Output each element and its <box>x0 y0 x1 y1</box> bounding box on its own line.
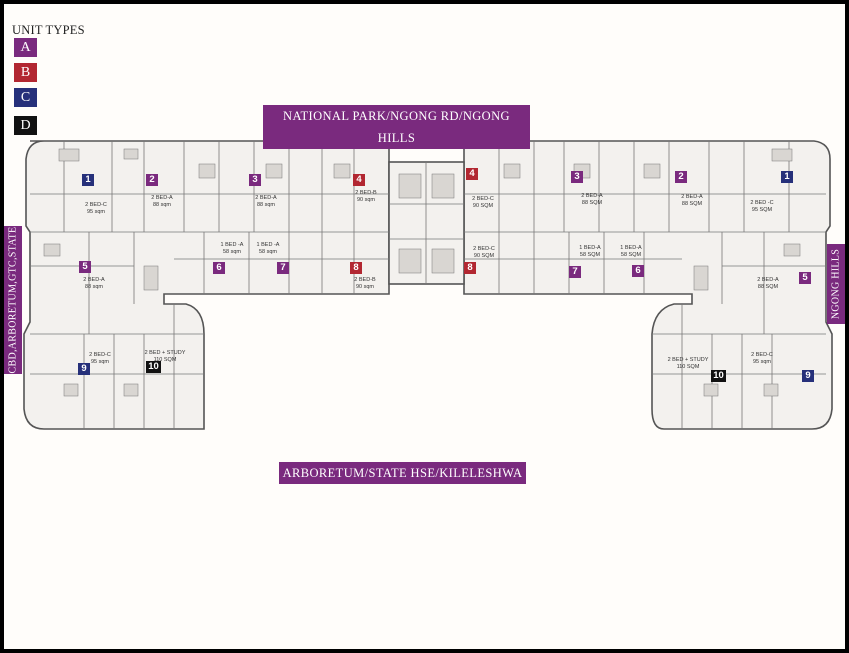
room-type: 1 BED-A <box>579 245 601 251</box>
room-type: 2 BED + STUDY <box>667 357 709 363</box>
unit-marker: 10 <box>146 361 161 373</box>
room-type: 2 BED-C <box>85 202 107 208</box>
room-area: 88 SQM <box>681 201 703 207</box>
unit-marker: 4 <box>466 168 478 180</box>
unit-marker: 10 <box>711 370 726 382</box>
right-wing-outline <box>463 140 833 430</box>
unit-marker: 7 <box>277 262 289 274</box>
orientation-right-label: NGONG HILLS <box>830 248 842 320</box>
room-area: 58 SQM <box>620 252 642 258</box>
room-type: 2 BED-C <box>751 352 773 358</box>
unit-marker: 2 <box>146 174 158 186</box>
room-type: 2 BED-A <box>757 277 779 283</box>
unit-marker: 5 <box>799 272 811 284</box>
room-type: 1 BED -A <box>256 242 280 248</box>
room-type: 2 BED-A <box>83 277 105 283</box>
unit-marker: 8 <box>464 262 476 274</box>
orientation-right-banner: NGONG HILLS <box>827 244 845 324</box>
room-type: 2 BED-C <box>89 352 111 358</box>
legend-type-c: C <box>14 88 37 107</box>
legend-type-d: D <box>14 116 37 135</box>
room-area: 58 SQM <box>579 252 601 258</box>
room-type: 1 BED-A <box>620 245 642 251</box>
room-area: 110 SQM <box>676 364 700 370</box>
legend-type-b: B <box>14 63 37 82</box>
room-type: 2 BED-A <box>255 195 277 201</box>
unit-marker: 8 <box>350 262 362 274</box>
unit-marker: 1 <box>82 174 94 186</box>
unit-marker: 9 <box>802 370 814 382</box>
unit-marker: 4 <box>353 174 365 186</box>
room-area: 88 sqm <box>84 284 104 290</box>
legend-title: UNIT TYPES <box>12 23 85 37</box>
unit-marker: 6 <box>632 265 644 277</box>
legend-type-a: A <box>14 38 37 57</box>
fixtures <box>43 148 801 397</box>
unit-marker: 5 <box>79 261 91 273</box>
room-area: 90 SQM <box>473 253 495 259</box>
orientation-bottom-banner: ARBORETUM/STATE HSE/KILELESHWA <box>279 462 526 484</box>
unit-marker: 6 <box>213 262 225 274</box>
room-area: 95 sqm <box>86 209 106 215</box>
room-type: 2 BED-B <box>355 190 377 196</box>
room-area: 88 SQM <box>581 200 603 206</box>
orientation-left-label: CBD,ARBORETUM,GTC,STATE <box>7 226 19 374</box>
room-area: 58 sqm <box>222 249 242 255</box>
left-wing-outline <box>23 140 390 430</box>
room-type: 2 BED-A <box>681 194 703 200</box>
room-type: 2 BED-C <box>473 246 495 252</box>
room-area: 58 sqm <box>258 249 278 255</box>
interior-walls <box>30 141 826 429</box>
room-area: 90 SQM <box>472 203 494 209</box>
unit-marker: 3 <box>249 174 261 186</box>
unit-marker: 1 <box>781 171 793 183</box>
room-area: 90 sqm <box>355 284 375 290</box>
room-area: 88 sqm <box>256 202 276 208</box>
room-type: 2 BED + STUDY <box>144 350 186 356</box>
room-area: 95 sqm <box>752 359 772 365</box>
room-area: 95 SQM <box>751 207 773 213</box>
room-type: 2 BED-B <box>354 277 376 283</box>
room-area: 88 sqm <box>152 202 172 208</box>
floor-plan-canvas: UNIT TYPES A B C D NATIONAL PARK/NGONG R… <box>4 4 845 649</box>
orientation-top-banner: NATIONAL PARK/NGONG RD/NGONG HILLS <box>263 105 530 149</box>
room-type: 1 BED -A <box>220 242 244 248</box>
room-type: 2 BED-C <box>472 196 494 202</box>
room-type: 2 BED-A <box>581 193 603 199</box>
room-type: 2 BED -C <box>750 200 774 206</box>
room-area: 90 sqm <box>356 197 376 203</box>
room-area: 95 sqm <box>90 359 110 365</box>
room-type: 2 BED-A <box>151 195 173 201</box>
unit-marker: 3 <box>571 171 583 183</box>
building-floor-plan <box>23 140 833 430</box>
room-area: 88 SQM <box>757 284 779 290</box>
unit-marker: 9 <box>78 363 90 375</box>
unit-marker: 7 <box>569 266 581 278</box>
room-area: 110 SQM <box>153 357 177 363</box>
orientation-left-banner: CBD,ARBORETUM,GTC,STATE <box>4 226 22 374</box>
unit-marker: 2 <box>675 171 687 183</box>
